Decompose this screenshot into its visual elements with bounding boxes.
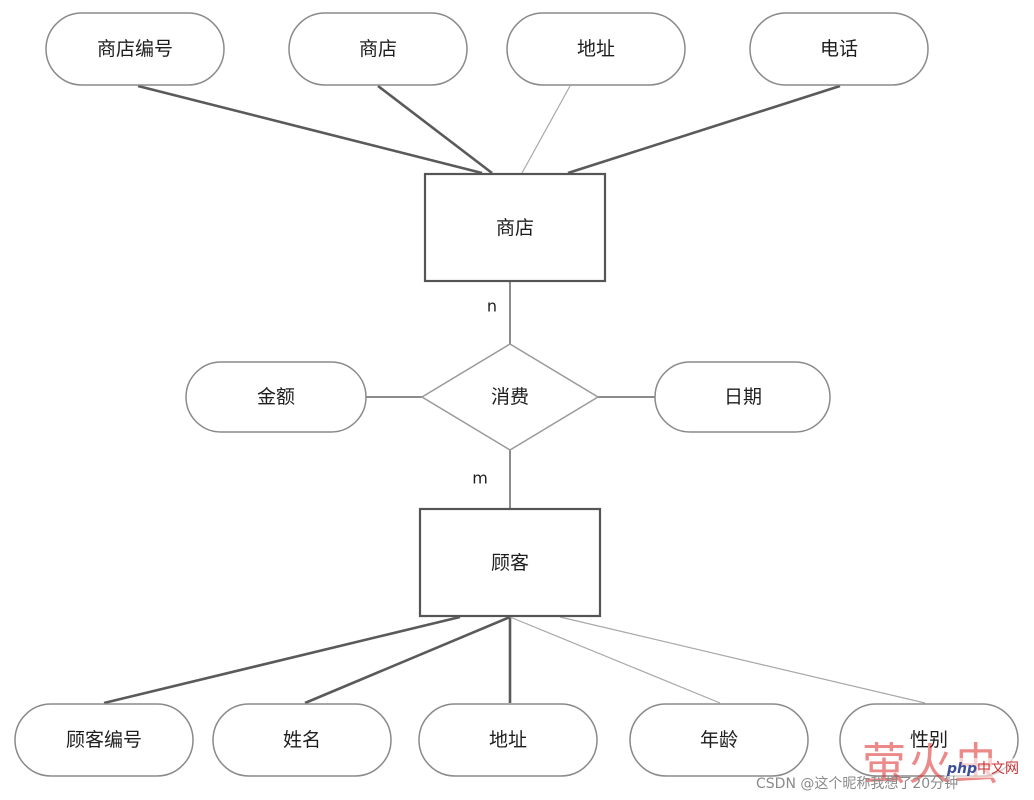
svg-text:年龄: 年龄: [700, 729, 738, 751]
watermark-site-prefix: php: [947, 761, 978, 777]
entity-store: 商店: [423, 172, 607, 283]
connector-store-name: [377, 84, 493, 175]
connector-customer-age: [509, 616, 721, 704]
attribute-store-name: 商店: [288, 12, 468, 86]
connector-store-address: [521, 85, 571, 174]
svg-text:日期: 日期: [724, 386, 762, 408]
svg-text:性别: 性别: [910, 729, 948, 751]
svg-text:顾客: 顾客: [491, 552, 529, 574]
connector-group-store: [137, 84, 841, 175]
connector-customer-name: [304, 615, 511, 705]
svg-text:姓名: 姓名: [283, 729, 321, 751]
svg-text:商店: 商店: [496, 217, 534, 239]
attribute-amount: 金额: [185, 361, 367, 433]
svg-text:地址: 地址: [577, 38, 615, 60]
cardinality-store-side: n: [487, 297, 497, 316]
watermark-site: php中文网: [944, 758, 1023, 778]
svg-text:金额: 金额: [257, 386, 295, 408]
connector-customer-gender: [559, 616, 926, 704]
connector-group-customer: [103, 615, 926, 705]
connector-store-phone: [567, 84, 841, 175]
attribute-customer-age: 年龄: [629, 703, 809, 777]
watermark-credit: CSDN @这个昵称我想了20分钟: [756, 776, 959, 792]
attribute-store-id: 商店编号: [45, 12, 225, 86]
relationship-consumption: 消费: [420, 343, 600, 451]
svg-text:商店: 商店: [359, 38, 397, 60]
svg-text:顾客编号: 顾客编号: [66, 729, 142, 751]
attribute-store-address: 地址: [506, 12, 686, 86]
watermark-site-suffix: 中文网: [977, 761, 1020, 777]
attribute-customer-name: 姓名: [212, 703, 392, 777]
svg-text:消费: 消费: [491, 386, 529, 408]
connector-store-id: [137, 84, 483, 175]
cardinality-customer-side: m: [472, 469, 488, 488]
svg-text:电话: 电话: [820, 38, 858, 60]
connector-customer-id: [103, 615, 461, 705]
entity-customer: 顾客: [418, 507, 602, 618]
attribute-customer-address: 地址: [418, 703, 598, 777]
svg-text:商店编号: 商店编号: [97, 38, 173, 60]
attribute-date: 日期: [654, 361, 831, 433]
attribute-customer-id: 顾客编号: [14, 703, 194, 777]
svg-text:地址: 地址: [489, 729, 527, 751]
attribute-store-phone: 电话: [749, 12, 929, 86]
